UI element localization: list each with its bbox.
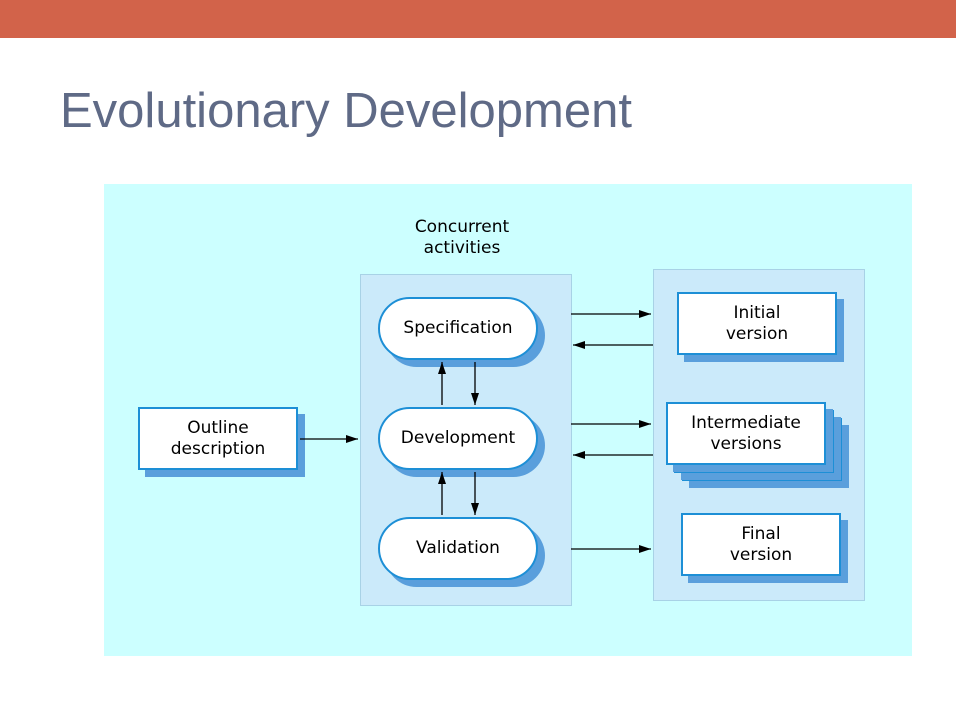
initial-version-label: Initial version — [677, 292, 837, 355]
final-version-label: Final version — [681, 513, 841, 576]
diagram-arrows — [300, 310, 653, 553]
concurrent-activities-label: Concurrent activities — [414, 217, 510, 258]
development-label: Development — [378, 407, 538, 470]
slide-title: Evolutionary Development — [60, 84, 632, 138]
slide-top-accent-bar — [0, 0, 956, 38]
validation-label: Validation — [378, 517, 538, 580]
intermediate-versions-label: Intermediate versions — [666, 402, 826, 465]
outline-description-label: Outline description — [138, 407, 298, 470]
evolutionary-development-diagram: Concurrent activities Outline descriptio… — [104, 184, 912, 656]
specification-label: Specification — [378, 297, 538, 360]
